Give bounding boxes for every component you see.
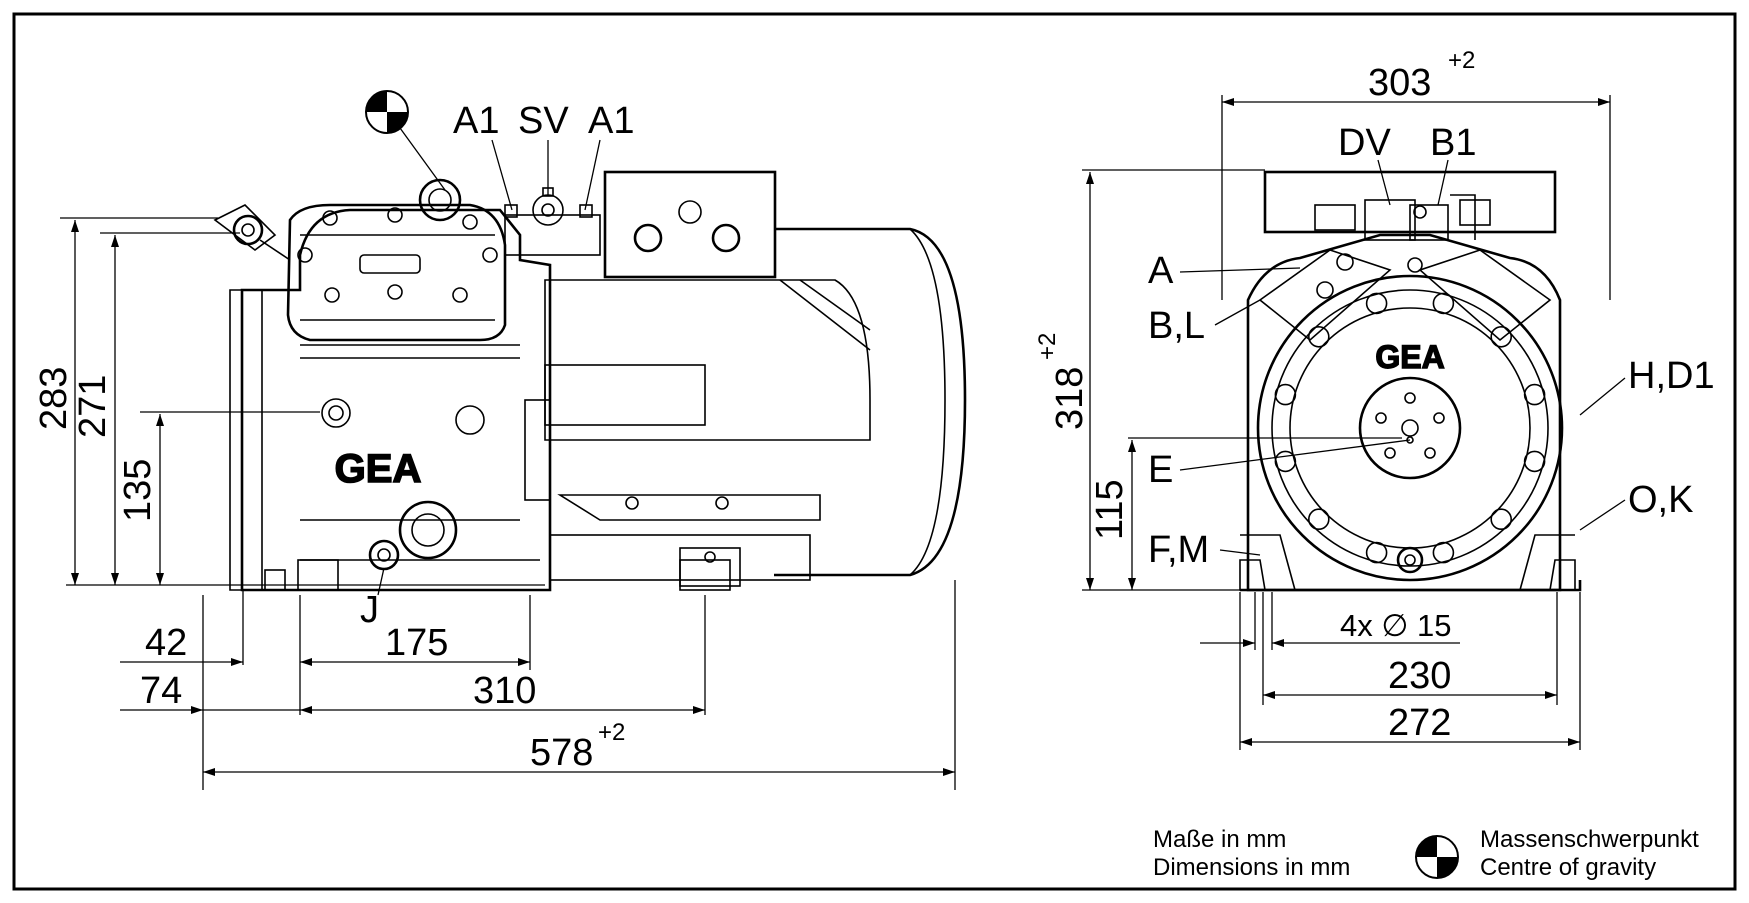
compressor-body <box>229 208 731 592</box>
cover-bolt <box>1274 383 1297 406</box>
motor-housing <box>544 227 967 587</box>
label-a1-right: A1 <box>588 100 634 142</box>
side-view: GEA A1 SV A1 J 283 27 <box>33 90 967 790</box>
side-vertical-dimensions: 283 271 135 <box>33 217 545 586</box>
cover-bolt <box>1523 383 1546 406</box>
legend-cog-en: Centre of gravity <box>1480 854 1656 881</box>
dim-303-tolerance: +2 <box>1448 47 1475 74</box>
cover-bolt <box>1274 450 1297 473</box>
label-a: A <box>1148 250 1174 292</box>
front-body-outline <box>1246 233 1562 592</box>
dim-42: 42 <box>145 622 187 664</box>
dim-135: 135 <box>117 459 159 522</box>
legend: Maße in mm Dimensions in mm Massenschwer… <box>1153 826 1699 881</box>
suction-fitting <box>213 204 291 261</box>
label-fm: F,M <box>1148 529 1209 571</box>
label-bl: B,L <box>1148 305 1205 347</box>
label-sv: SV <box>518 100 569 142</box>
cover-bolt <box>1365 541 1388 564</box>
label-a1-left: A1 <box>453 100 499 142</box>
front-view: GEA DV B1 A B,L H,D1 E O,K F,M 303 +2 <box>1034 47 1715 750</box>
dim-578-tolerance: +2 <box>598 719 625 746</box>
centre-of-gravity-icon <box>1415 835 1459 879</box>
cylinder-head <box>286 178 507 342</box>
cover-bolt <box>1523 450 1546 473</box>
label-b1: B1 <box>1430 122 1476 164</box>
side-horizontal-dimensions: 42 175 74 310 578 +2 <box>120 580 956 790</box>
cover-bolt <box>1308 325 1330 348</box>
front-top-dimension: 303 +2 <box>1221 47 1611 300</box>
front-valves <box>1314 194 1491 241</box>
front-bottom-dimensions: 4x ∅ 15 230 272 <box>1200 592 1581 750</box>
terminal-box <box>603 170 777 279</box>
drawing-frame <box>12 12 1737 891</box>
dim-578: 578 <box>530 732 593 774</box>
dim-175: 175 <box>385 622 448 664</box>
dim-318-tolerance: +2 <box>1034 333 1061 360</box>
legend-cog-de: Massenschwerpunkt <box>1480 826 1699 853</box>
legend-units-en: Dimensions in mm <box>1153 854 1350 881</box>
dim-272: 272 <box>1388 702 1451 744</box>
side-logo: GEA <box>335 447 422 491</box>
dim-318: 318 <box>1049 367 1091 430</box>
label-j: J <box>360 589 379 631</box>
cover-bolt <box>1308 508 1330 531</box>
cover-bolt <box>1432 292 1455 315</box>
end-cover <box>1256 274 1564 582</box>
legend-units-de: Maße in mm <box>1153 826 1286 853</box>
dim-74: 74 <box>140 670 182 712</box>
dim-230: 230 <box>1388 655 1451 697</box>
cover-bolt <box>1490 508 1512 531</box>
label-hd1: H,D1 <box>1628 355 1715 397</box>
dim-115: 115 <box>1089 479 1131 540</box>
cog-icon-side <box>365 90 446 191</box>
cover-bolt <box>1365 292 1388 315</box>
cover-bolt <box>1490 325 1512 348</box>
dim-271: 271 <box>72 375 114 438</box>
front-head-left <box>1258 249 1392 342</box>
dim-holes: 4x ∅ 15 <box>1340 608 1451 643</box>
dim-310: 310 <box>473 670 536 712</box>
label-ok: O,K <box>1628 479 1693 521</box>
cover-bolt <box>1432 541 1455 564</box>
label-dv: DV <box>1338 122 1391 164</box>
label-e: E <box>1148 449 1173 491</box>
dim-303: 303 <box>1368 62 1431 104</box>
dim-283: 283 <box>33 367 75 430</box>
front-vertical-dimensions: 318 +2 115 <box>1034 169 1402 591</box>
front-logo: GEA <box>1375 339 1444 375</box>
